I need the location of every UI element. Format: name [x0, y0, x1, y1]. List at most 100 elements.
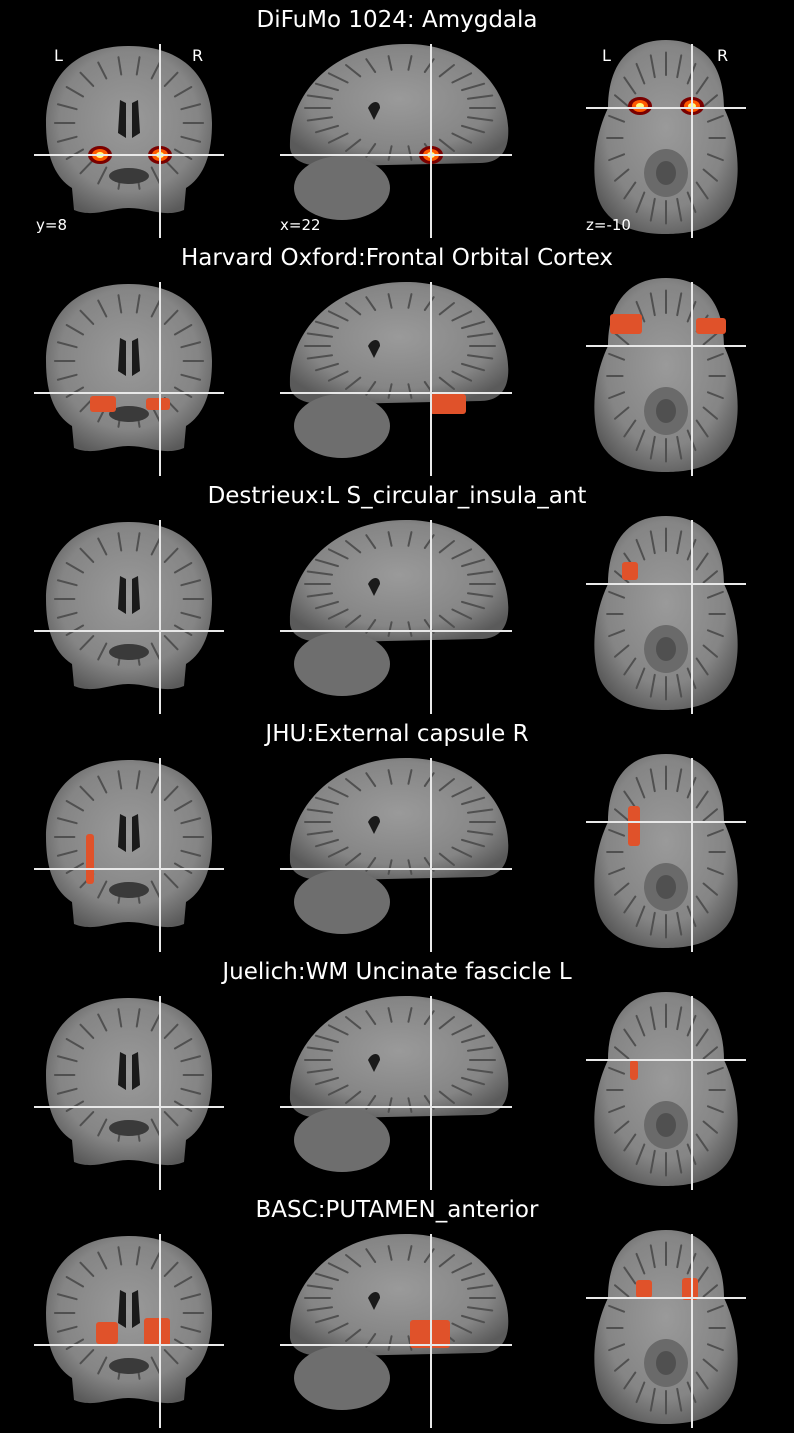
sulcus: [623, 1133, 637, 1152]
sulcus: [407, 531, 413, 547]
sulcus: [438, 1015, 455, 1030]
coronal-brain: [46, 1236, 212, 1404]
sulcus: [365, 534, 377, 550]
sulcus: [345, 852, 362, 867]
sulcus: [306, 94, 334, 100]
sulcus: [649, 54, 656, 79]
coronal-slice: [34, 1228, 224, 1428]
sulcus: [314, 600, 340, 610]
sulcus: [635, 429, 646, 452]
sulcus: [695, 790, 709, 809]
sulcus: [345, 1328, 362, 1343]
brainstem-shadow: [109, 406, 149, 422]
sulcus: [345, 777, 362, 792]
row-title: DiFuMo 1024: Amygdala: [256, 7, 538, 33]
sulcus: [438, 138, 455, 153]
axial-slice: [586, 276, 746, 476]
sulcus: [135, 1246, 141, 1266]
axial-slice: [586, 990, 746, 1190]
sulcus: [451, 132, 473, 144]
sulcus: [97, 642, 108, 661]
sulcus: [702, 168, 719, 182]
sulcus: [345, 138, 362, 153]
lateral-ventricles: [118, 338, 140, 376]
sulcus: [635, 1143, 646, 1166]
sulcus: [150, 1013, 161, 1032]
sulcus: [695, 895, 709, 914]
sulcus: [702, 1284, 719, 1298]
sulcus: [608, 828, 626, 837]
sulcus: [150, 537, 161, 556]
sulcus: [65, 1038, 85, 1050]
sulcus: [466, 354, 494, 360]
sulcus: [117, 770, 123, 790]
sulcus: [613, 332, 630, 346]
overlay-region: [144, 1318, 170, 1346]
sulcus: [387, 621, 393, 637]
sagittal-slice: [280, 1228, 512, 1428]
sulcus: [407, 769, 413, 785]
brainstem-shadow: [109, 168, 149, 184]
sulcus: [327, 310, 349, 322]
sulcus: [65, 800, 85, 812]
sulcus: [314, 362, 340, 372]
sulcus: [635, 1381, 646, 1404]
sulcus: [407, 383, 413, 399]
sulcus: [407, 55, 413, 71]
sulcus: [702, 644, 719, 658]
sulcus: [460, 1034, 486, 1044]
sulcus: [173, 324, 193, 336]
sulcus: [163, 635, 179, 651]
sulcus: [451, 846, 473, 858]
coronal-brain: [46, 46, 212, 214]
sulcus: [649, 673, 656, 698]
sagittal-brain: [289, 995, 509, 1119]
sulcus: [163, 547, 179, 563]
sulcus: [117, 532, 123, 552]
brainstem: [656, 161, 676, 185]
axial-brain: [594, 40, 738, 234]
sulcus: [460, 1314, 486, 1324]
coronal-brain: [46, 998, 212, 1166]
sulcus: [695, 419, 709, 438]
atlas-row-4: JHU:External capsule R: [0, 714, 794, 952]
sulcus: [387, 383, 393, 399]
overlay-region: [610, 314, 642, 334]
sulcus: [150, 880, 161, 899]
sulcus: [79, 1111, 95, 1127]
sulcus: [635, 191, 646, 214]
sagittal-slice: [280, 752, 512, 952]
sulcus: [180, 373, 202, 381]
brainstem-shadow: [109, 882, 149, 898]
left-hemisphere-label: L: [602, 46, 611, 65]
brainstem-shadow: [109, 1120, 149, 1136]
sulcus: [608, 1105, 626, 1114]
sulcus: [608, 629, 626, 638]
sulcus: [438, 301, 455, 316]
sulcus: [327, 1024, 349, 1036]
sulcus: [613, 882, 630, 896]
sulcus: [180, 579, 202, 587]
sulcus: [97, 299, 108, 318]
sulcus: [173, 1038, 193, 1050]
lateral-ventricles: [118, 1290, 140, 1328]
sulcus: [613, 1358, 630, 1372]
sulcus: [180, 611, 202, 619]
sulcus: [79, 309, 95, 325]
sulcus: [65, 324, 85, 336]
sulcus: [702, 406, 719, 420]
sulcus: [466, 808, 494, 814]
sulcus: [79, 547, 95, 563]
sulcus: [56, 341, 78, 349]
sagittal-brain: [289, 43, 509, 167]
sulcus: [327, 548, 349, 560]
sulcus: [173, 1276, 193, 1288]
ventricle: [368, 1054, 380, 1072]
sulcus: [314, 796, 340, 806]
sulcus: [676, 54, 683, 79]
sulcus: [180, 135, 202, 143]
sulcus: [623, 895, 637, 914]
sulcus: [345, 1090, 362, 1105]
coronal-slice: [34, 276, 224, 476]
sulcus: [451, 1262, 473, 1274]
